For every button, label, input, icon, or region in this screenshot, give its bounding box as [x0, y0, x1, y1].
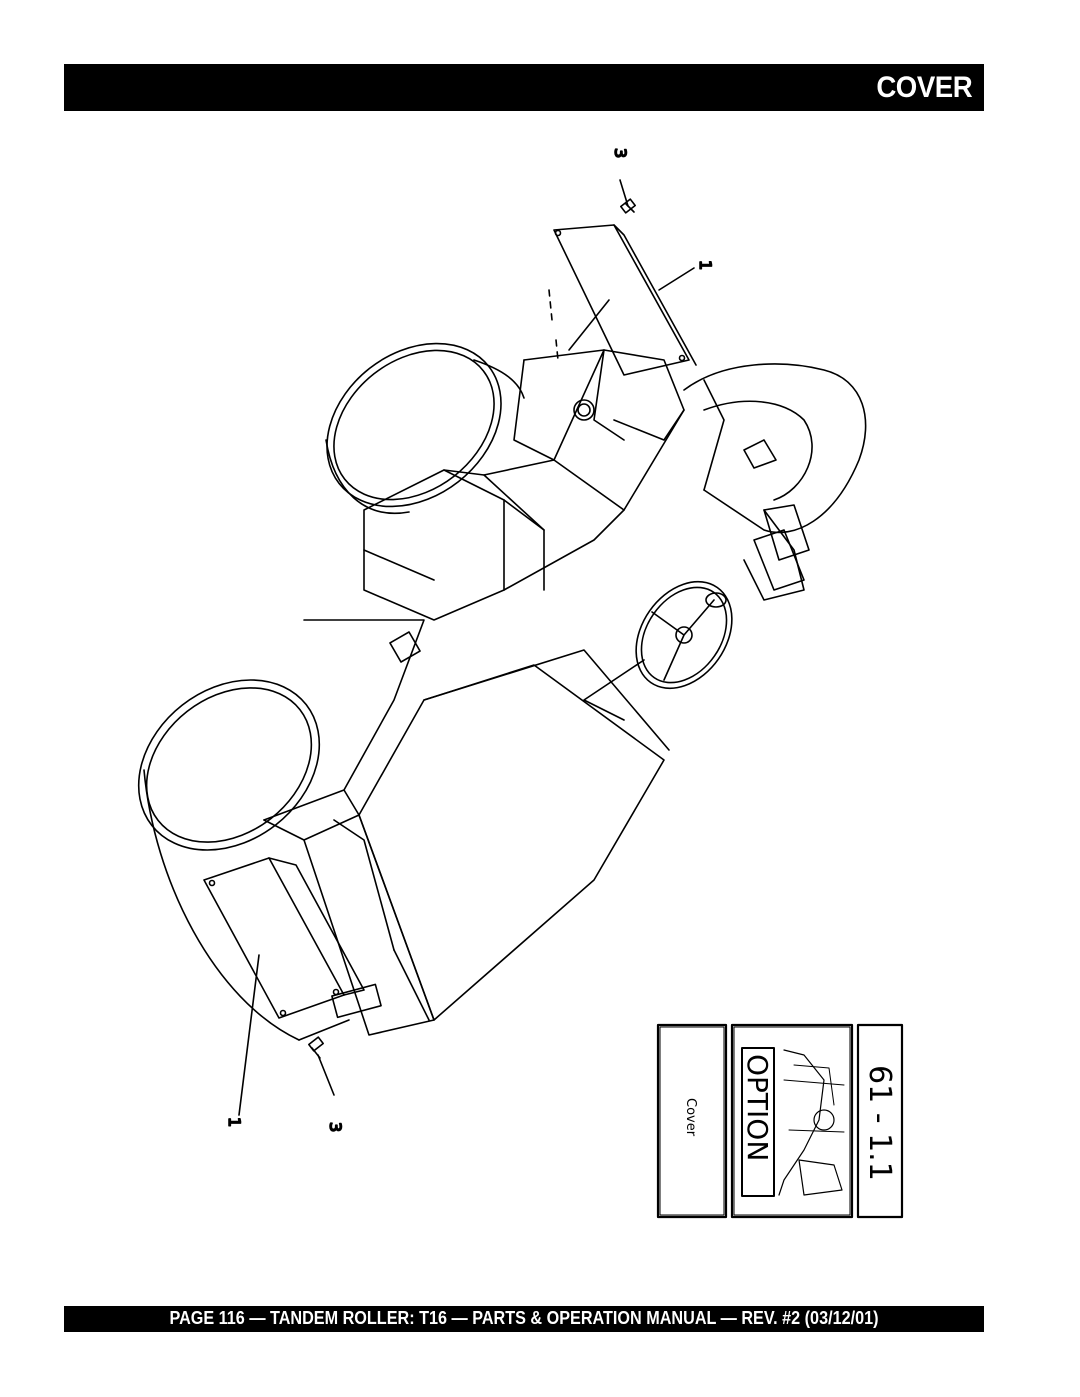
page-title: COVER [876, 71, 972, 104]
option-thumbnail [656, 1023, 904, 1219]
callout-top-screw: 3 [611, 148, 630, 158]
operator-seat [683, 363, 867, 601]
footer-text: PAGE 116 — TANDEM ROLLER: T16 — PARTS & … [169, 1308, 879, 1328]
top-cover-leader [658, 267, 695, 291]
rear-cover-panel [548, 224, 697, 376]
engine-hood [263, 619, 670, 1036]
bottom-cover-leader [238, 954, 260, 1116]
center-frame [363, 349, 685, 621]
roller-cover-exploded-drawing: 3 1 1 3 61 - 1.1 OPTION Cover [137, 147, 904, 1219]
front-drum [137, 679, 350, 1041]
callout-top-cover: 1 [696, 260, 715, 270]
callout-bottom-cover: 1 [225, 1117, 244, 1127]
option-caption: Cover [683, 1098, 698, 1137]
bottom-screw [308, 1036, 335, 1096]
option-number: 61 - 1.1 [862, 1065, 897, 1181]
steering-wheel [583, 580, 733, 721]
side-rail [753, 504, 810, 591]
footer-bar: PAGE 116 — TANDEM ROLLER: T16 — PARTS & … [64, 1306, 984, 1332]
rear-drum [325, 342, 525, 515]
header-bar: COVER [64, 64, 984, 111]
callout-bottom-screw: 3 [326, 1122, 345, 1132]
top-screw [619, 179, 636, 214]
option-badge: OPTION [741, 1054, 774, 1161]
